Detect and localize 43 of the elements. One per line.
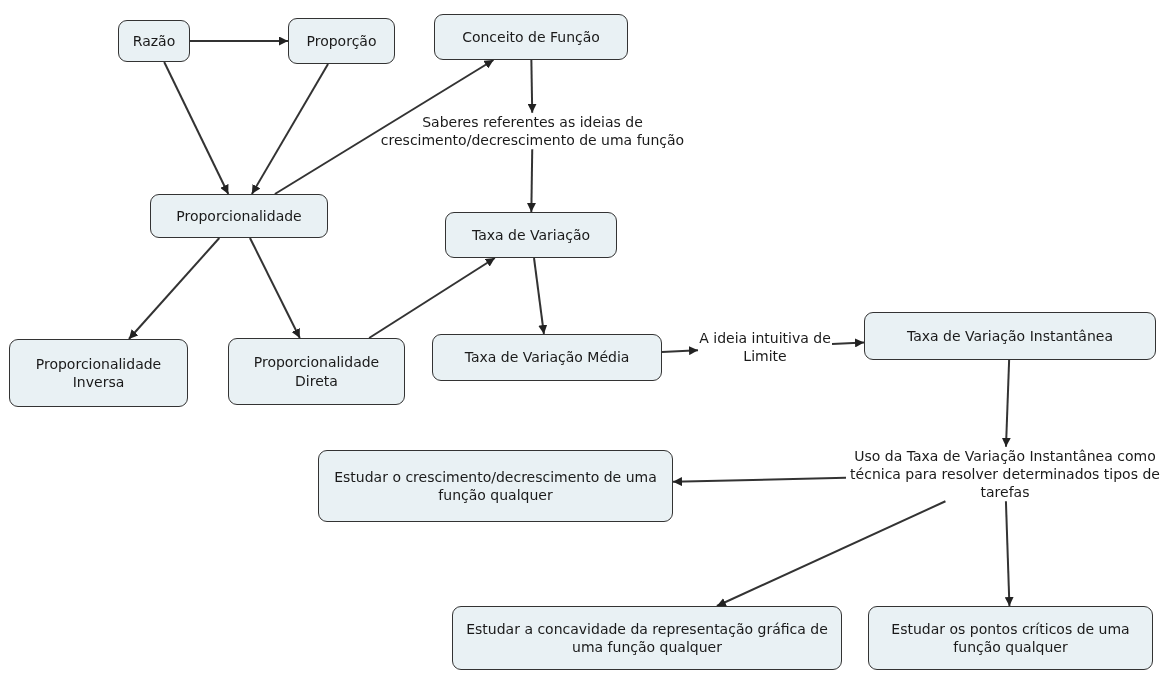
concept-box xyxy=(432,334,662,381)
arrow xyxy=(1004,500,1014,607)
concept-label: Proporcionalidade xyxy=(176,206,302,226)
concept-box xyxy=(868,606,1153,670)
arrow xyxy=(1001,359,1011,448)
concept-label: Taxa de Variação xyxy=(471,225,591,245)
arrow xyxy=(189,36,289,46)
arrow xyxy=(248,237,301,339)
arrow xyxy=(250,63,330,195)
concept-box xyxy=(434,14,628,60)
arrow xyxy=(368,257,496,339)
arrow xyxy=(533,257,548,335)
concept-box xyxy=(288,18,395,64)
arrow xyxy=(127,237,221,340)
concept-box xyxy=(452,606,842,670)
concept-box xyxy=(9,339,188,407)
arrow xyxy=(672,476,847,487)
concept-label: Proporcionalidade Inversa xyxy=(34,354,163,392)
concept-label: Taxa de Variação Média xyxy=(464,348,630,367)
arrow xyxy=(661,346,699,356)
linking-phrase: Saberes referentes as ideias de crescimento/decrescimento de uma função xyxy=(379,112,686,150)
concept-label: Razão xyxy=(132,31,176,51)
arrow xyxy=(831,338,865,348)
concept-label: Estudar a concavidade da representação gráfica de uma função qualquer xyxy=(465,619,829,657)
concept-label: Proporção xyxy=(306,31,377,51)
arrow xyxy=(163,61,230,195)
concept-box xyxy=(318,450,673,522)
arrow xyxy=(715,500,947,607)
arrow xyxy=(527,59,537,114)
concept-box xyxy=(118,20,190,62)
concept-label: Estudar o crescimento/decrescimento de uma função qualquer xyxy=(333,467,658,505)
concept-box xyxy=(864,312,1156,360)
arrow xyxy=(526,148,536,213)
concept-box xyxy=(445,212,617,258)
arrow xyxy=(273,59,495,195)
concept-label: Estudar os pontos críticos de uma função qualquer xyxy=(890,619,1131,657)
linking-phrase: Uso da Taxa de Variação Instantânea como técnica para resolver determinados tipos de tarefas xyxy=(849,446,1161,502)
concept-label: Taxa de Variação Instantânea xyxy=(906,326,1113,346)
linking-phrase: A ideia intuitiva de Limite xyxy=(698,328,832,366)
concept-box xyxy=(150,194,328,238)
concept-box xyxy=(228,338,405,405)
concept-label: Conceito de Função xyxy=(462,27,600,47)
concept-label: Proporcionalidade Direta xyxy=(252,353,381,390)
